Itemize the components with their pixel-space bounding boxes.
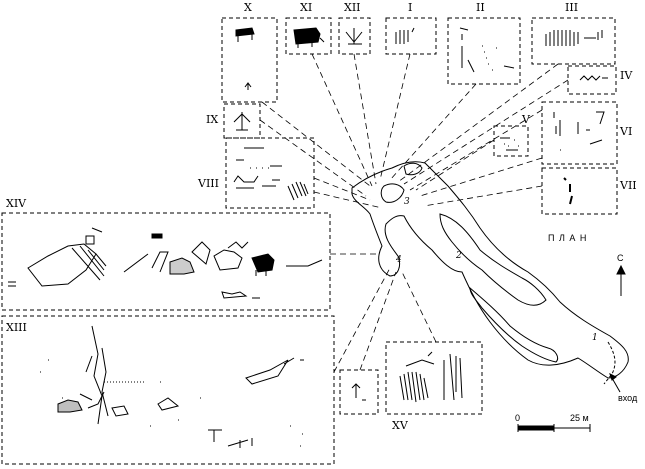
petroglyph-vi — [553, 111, 605, 151]
panel-label-xi: XI — [300, 1, 313, 14]
cave-outline-lower — [469, 286, 559, 363]
panel-label-ii: II — [476, 1, 485, 14]
panel-label-x: X — [244, 1, 252, 14]
chamber-number-2: 2 — [456, 251, 462, 261]
panel-box-xi — [285, 17, 332, 55]
petroglyph-xiv — [8, 227, 323, 299]
cave-outline-niche — [403, 162, 423, 176]
petroglyph-xii — [345, 28, 363, 45]
cave-outline-outer — [351, 161, 629, 379]
panel-box-viii — [225, 137, 315, 209]
panel-box-iii — [531, 17, 616, 65]
petroglyph-v — [500, 137, 519, 151]
north-label: С — [617, 253, 624, 263]
entrance-label: вход — [618, 393, 638, 403]
scale-bar — [517, 424, 591, 432]
panel-label-v: V — [522, 113, 530, 126]
panel-label-vi: VI — [620, 125, 633, 138]
north-arrow — [616, 264, 626, 296]
panel-label-viii: VIII — [198, 177, 219, 190]
cave-outline-inner — [439, 213, 547, 306]
panel-label-xv: XV — [392, 419, 408, 432]
petroglyph-xiii — [40, 325, 304, 448]
panel-label-i: I — [408, 1, 413, 14]
panel-label-iv: IV — [620, 69, 633, 82]
panel-label-vii: VII — [620, 179, 637, 192]
petroglyph-xi — [293, 27, 325, 48]
entrance-arrow — [609, 373, 621, 393]
petroglyph-xv — [351, 351, 463, 403]
scale-start-label: 0 — [515, 413, 521, 423]
chamber-number-4: 4 — [396, 255, 402, 265]
chamber-number-3: 3 — [404, 197, 410, 207]
panel-box-vii — [541, 167, 618, 215]
petroglyph-iii — [545, 30, 603, 46]
panel-label-xiii: XIII — [6, 321, 27, 334]
panel-box-iv — [567, 65, 617, 95]
plan-label: П Л А Н — [548, 233, 588, 243]
panel-boxes — [1, 17, 618, 465]
panel-box-xii — [338, 17, 371, 55]
panel-box-i — [385, 17, 437, 55]
petroglyph-vii — [563, 177, 573, 205]
panel-label-xiv: XIV — [6, 197, 27, 210]
panel-box-vi — [541, 101, 618, 165]
leader-lines — [259, 53, 569, 373]
scale-end-label: 25 м — [570, 413, 589, 423]
panel-box-v — [493, 125, 529, 157]
petroglyph-iv — [579, 75, 608, 81]
panel-box-xv-small — [339, 369, 379, 415]
petroglyph-x — [235, 27, 255, 90]
panel-box-xiii — [1, 315, 335, 465]
panel-box-ii — [447, 17, 521, 85]
petroglyph-ix — [233, 112, 251, 131]
petroglyph-viii — [233, 147, 309, 201]
cave-outline-grotto — [380, 183, 405, 203]
petroglyph-i — [395, 27, 415, 44]
panel-label-iii: III — [565, 1, 579, 14]
panel-box-xiv — [1, 212, 331, 311]
petroglyph-ii — [459, 27, 515, 73]
panel-label-xii: XII — [344, 1, 361, 14]
chamber-number-1: 1 — [592, 333, 598, 343]
panel-label-ix: IX — [206, 113, 219, 126]
